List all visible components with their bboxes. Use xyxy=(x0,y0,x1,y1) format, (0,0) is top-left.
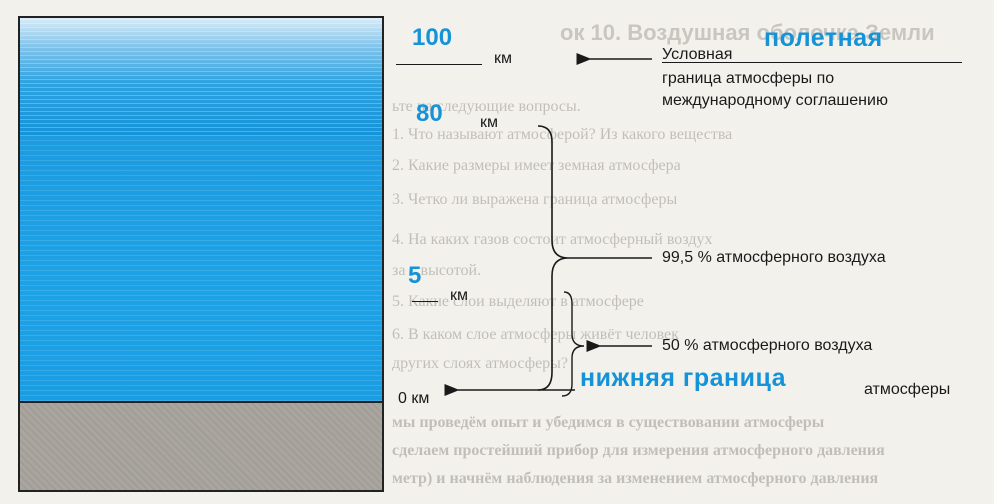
upper-limit-title: полетная xyxy=(764,24,883,52)
altitude-80-unit: км xyxy=(480,114,498,131)
background-line: метр) и начнём наблюдения за изменением … xyxy=(392,470,879,487)
background-line: ьте на следующие вопросы. xyxy=(392,98,581,115)
altitude-100-line xyxy=(396,64,482,65)
upper-limit-underline xyxy=(662,62,962,63)
background-line: 3. Четко ли выражена граница атмосферы xyxy=(392,191,678,208)
ground-altitude-label: 0 км xyxy=(398,390,430,407)
background-line: 1. Что называют атмосферой? Из какого ве… xyxy=(392,126,733,143)
lower-limit-title: нижняя граница xyxy=(580,364,787,392)
background-line: за с высотой. xyxy=(392,262,482,279)
background-line: сделаем простейший прибор для измерения … xyxy=(392,442,885,459)
brace-99-percent xyxy=(537,125,569,391)
upper-limit-note-line-2: граница атмосферы по xyxy=(662,70,835,87)
background-line: 2. Какие размеры имеет земная атмосфера xyxy=(392,157,681,174)
upper-atmosphere-layer xyxy=(20,18,382,136)
brace-50-percent xyxy=(561,291,585,397)
share-50-label: 50 % атмосферного воздуха xyxy=(662,337,873,354)
altitude-100-unit: км xyxy=(494,50,512,67)
ground-layer xyxy=(20,401,382,490)
background-line: мы проведём опыт и убедимся в существова… xyxy=(392,414,825,431)
background-line: других слоях атмосферы? xyxy=(392,355,569,372)
altitude-5-value: 5 xyxy=(408,262,422,289)
altitude-5-unit: км xyxy=(450,287,468,304)
share-99-label: 99,5 % атмосферного воздуха xyxy=(662,249,886,266)
altitude-100-value: 100 xyxy=(412,24,453,51)
lower-atmosphere-layer xyxy=(20,136,382,401)
lower-limit-suffix: атмосферы xyxy=(864,381,951,398)
background-line: 6. В каком слое атмосферы живёт человек xyxy=(392,326,679,343)
atmosphere-column xyxy=(18,16,384,492)
background-line: 5. Какие слои выделяют в атмосфере xyxy=(392,293,644,310)
background-page-title: ок 10. Воздушная оболочка Земли xyxy=(560,20,935,45)
altitude-80-value: 80 xyxy=(416,100,443,127)
upper-limit-note-line-3: международному соглашению xyxy=(662,92,888,109)
altitude-5-line xyxy=(412,301,438,302)
upper-limit-note-line-1: Условная xyxy=(662,46,733,63)
